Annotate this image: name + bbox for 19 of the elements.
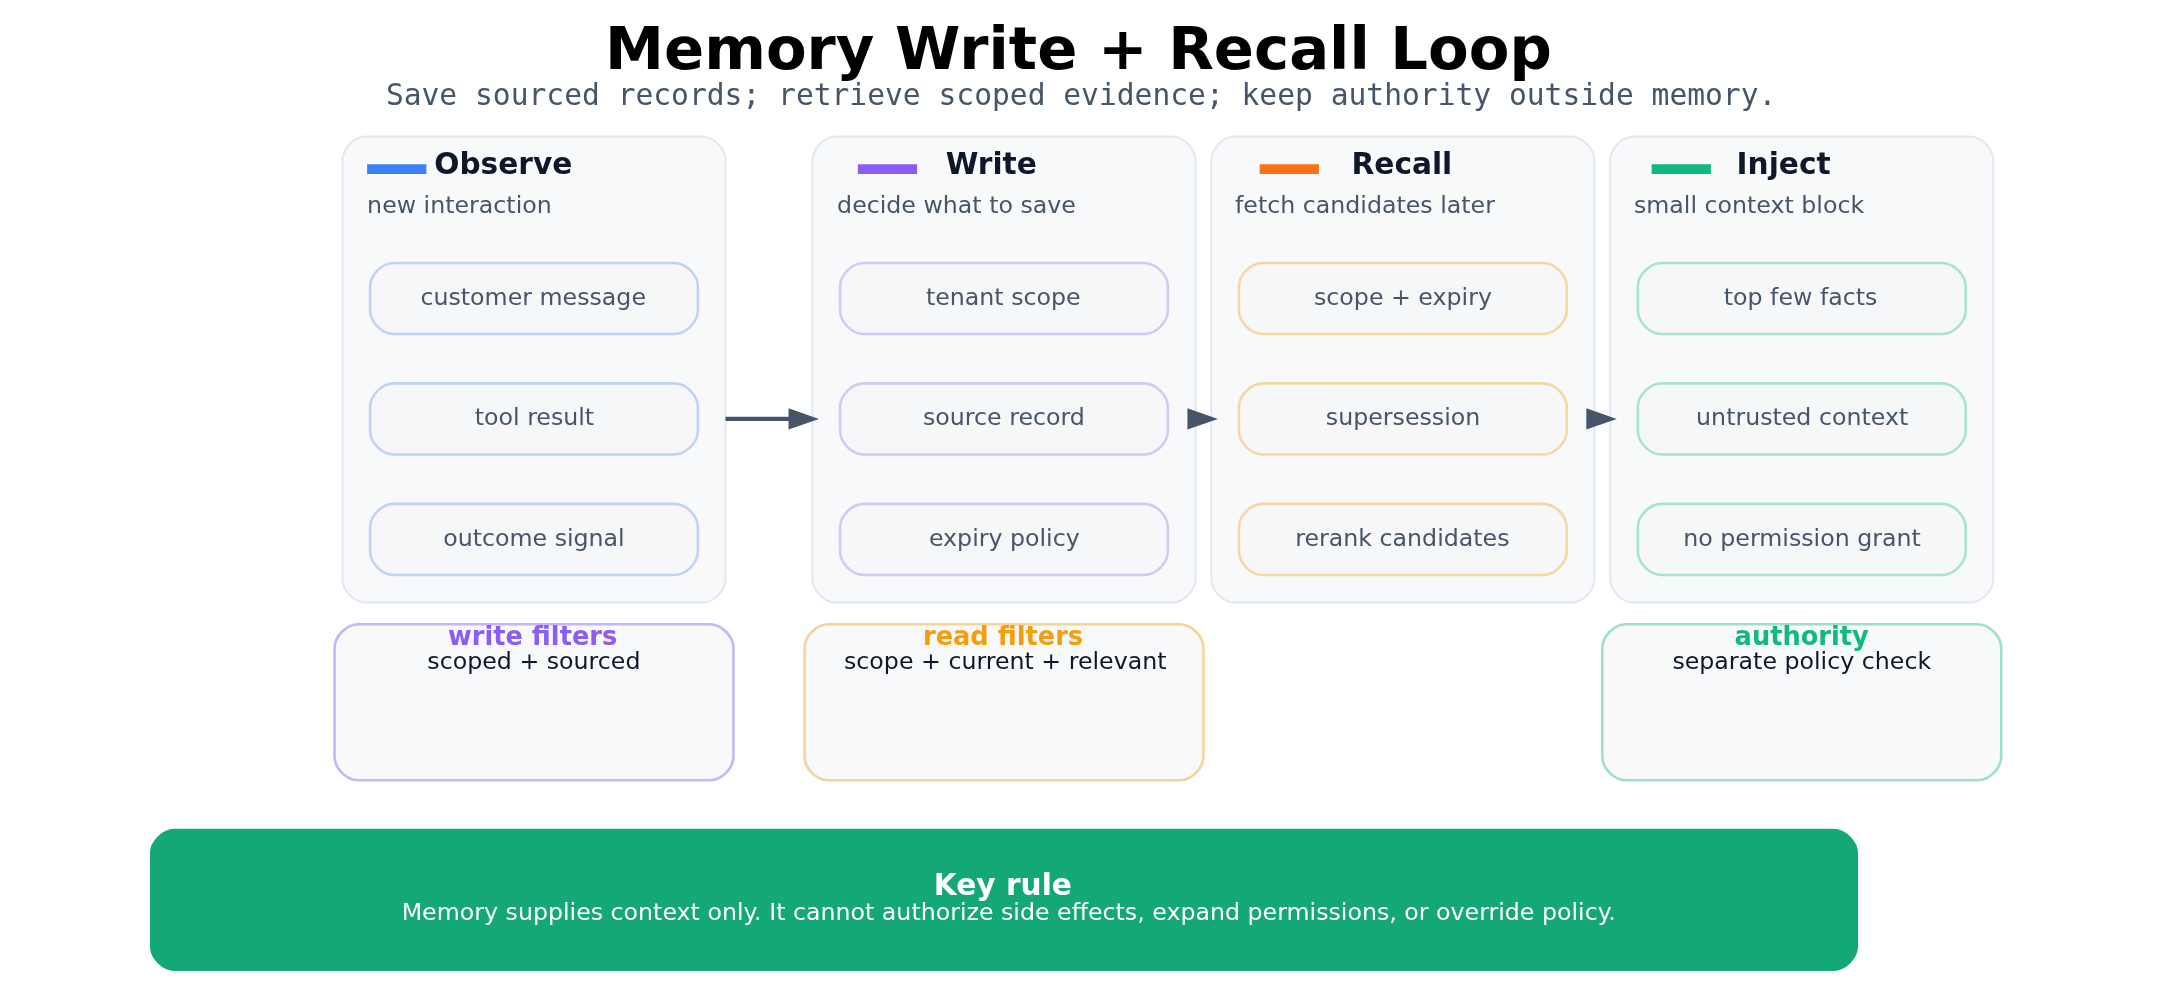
node-box: supersession: [1237, 382, 1569, 456]
node-box: customer message: [368, 261, 700, 336]
node-box: source record: [838, 382, 1170, 456]
node-box: authority separate policy check: [1601, 623, 2003, 782]
node-box: tool result: [368, 382, 700, 456]
node-box: rerank candidates: [1237, 502, 1569, 577]
node-box: scope + expiry: [1237, 261, 1569, 336]
node-box: expiry policy: [838, 502, 1170, 577]
node-box: no permission grant: [1636, 502, 1967, 577]
node-box: top few facts: [1636, 261, 1967, 336]
arrow: [725, 408, 819, 430]
node-box: untrusted context: [1636, 382, 1967, 456]
node-box: read filters scope + current + relevant: [803, 623, 1205, 782]
node-box: outcome signal: [368, 502, 700, 577]
node-box: tenant scope: [838, 261, 1170, 336]
node-box: Key rule Memory supplies context only. It cannot authorize side effects, expand permissions, or override policy.: [149, 828, 1859, 971]
node-box: write filters scoped + sourced: [333, 623, 735, 782]
arrow: [1187, 408, 1218, 430]
arrow: [1586, 408, 1617, 430]
